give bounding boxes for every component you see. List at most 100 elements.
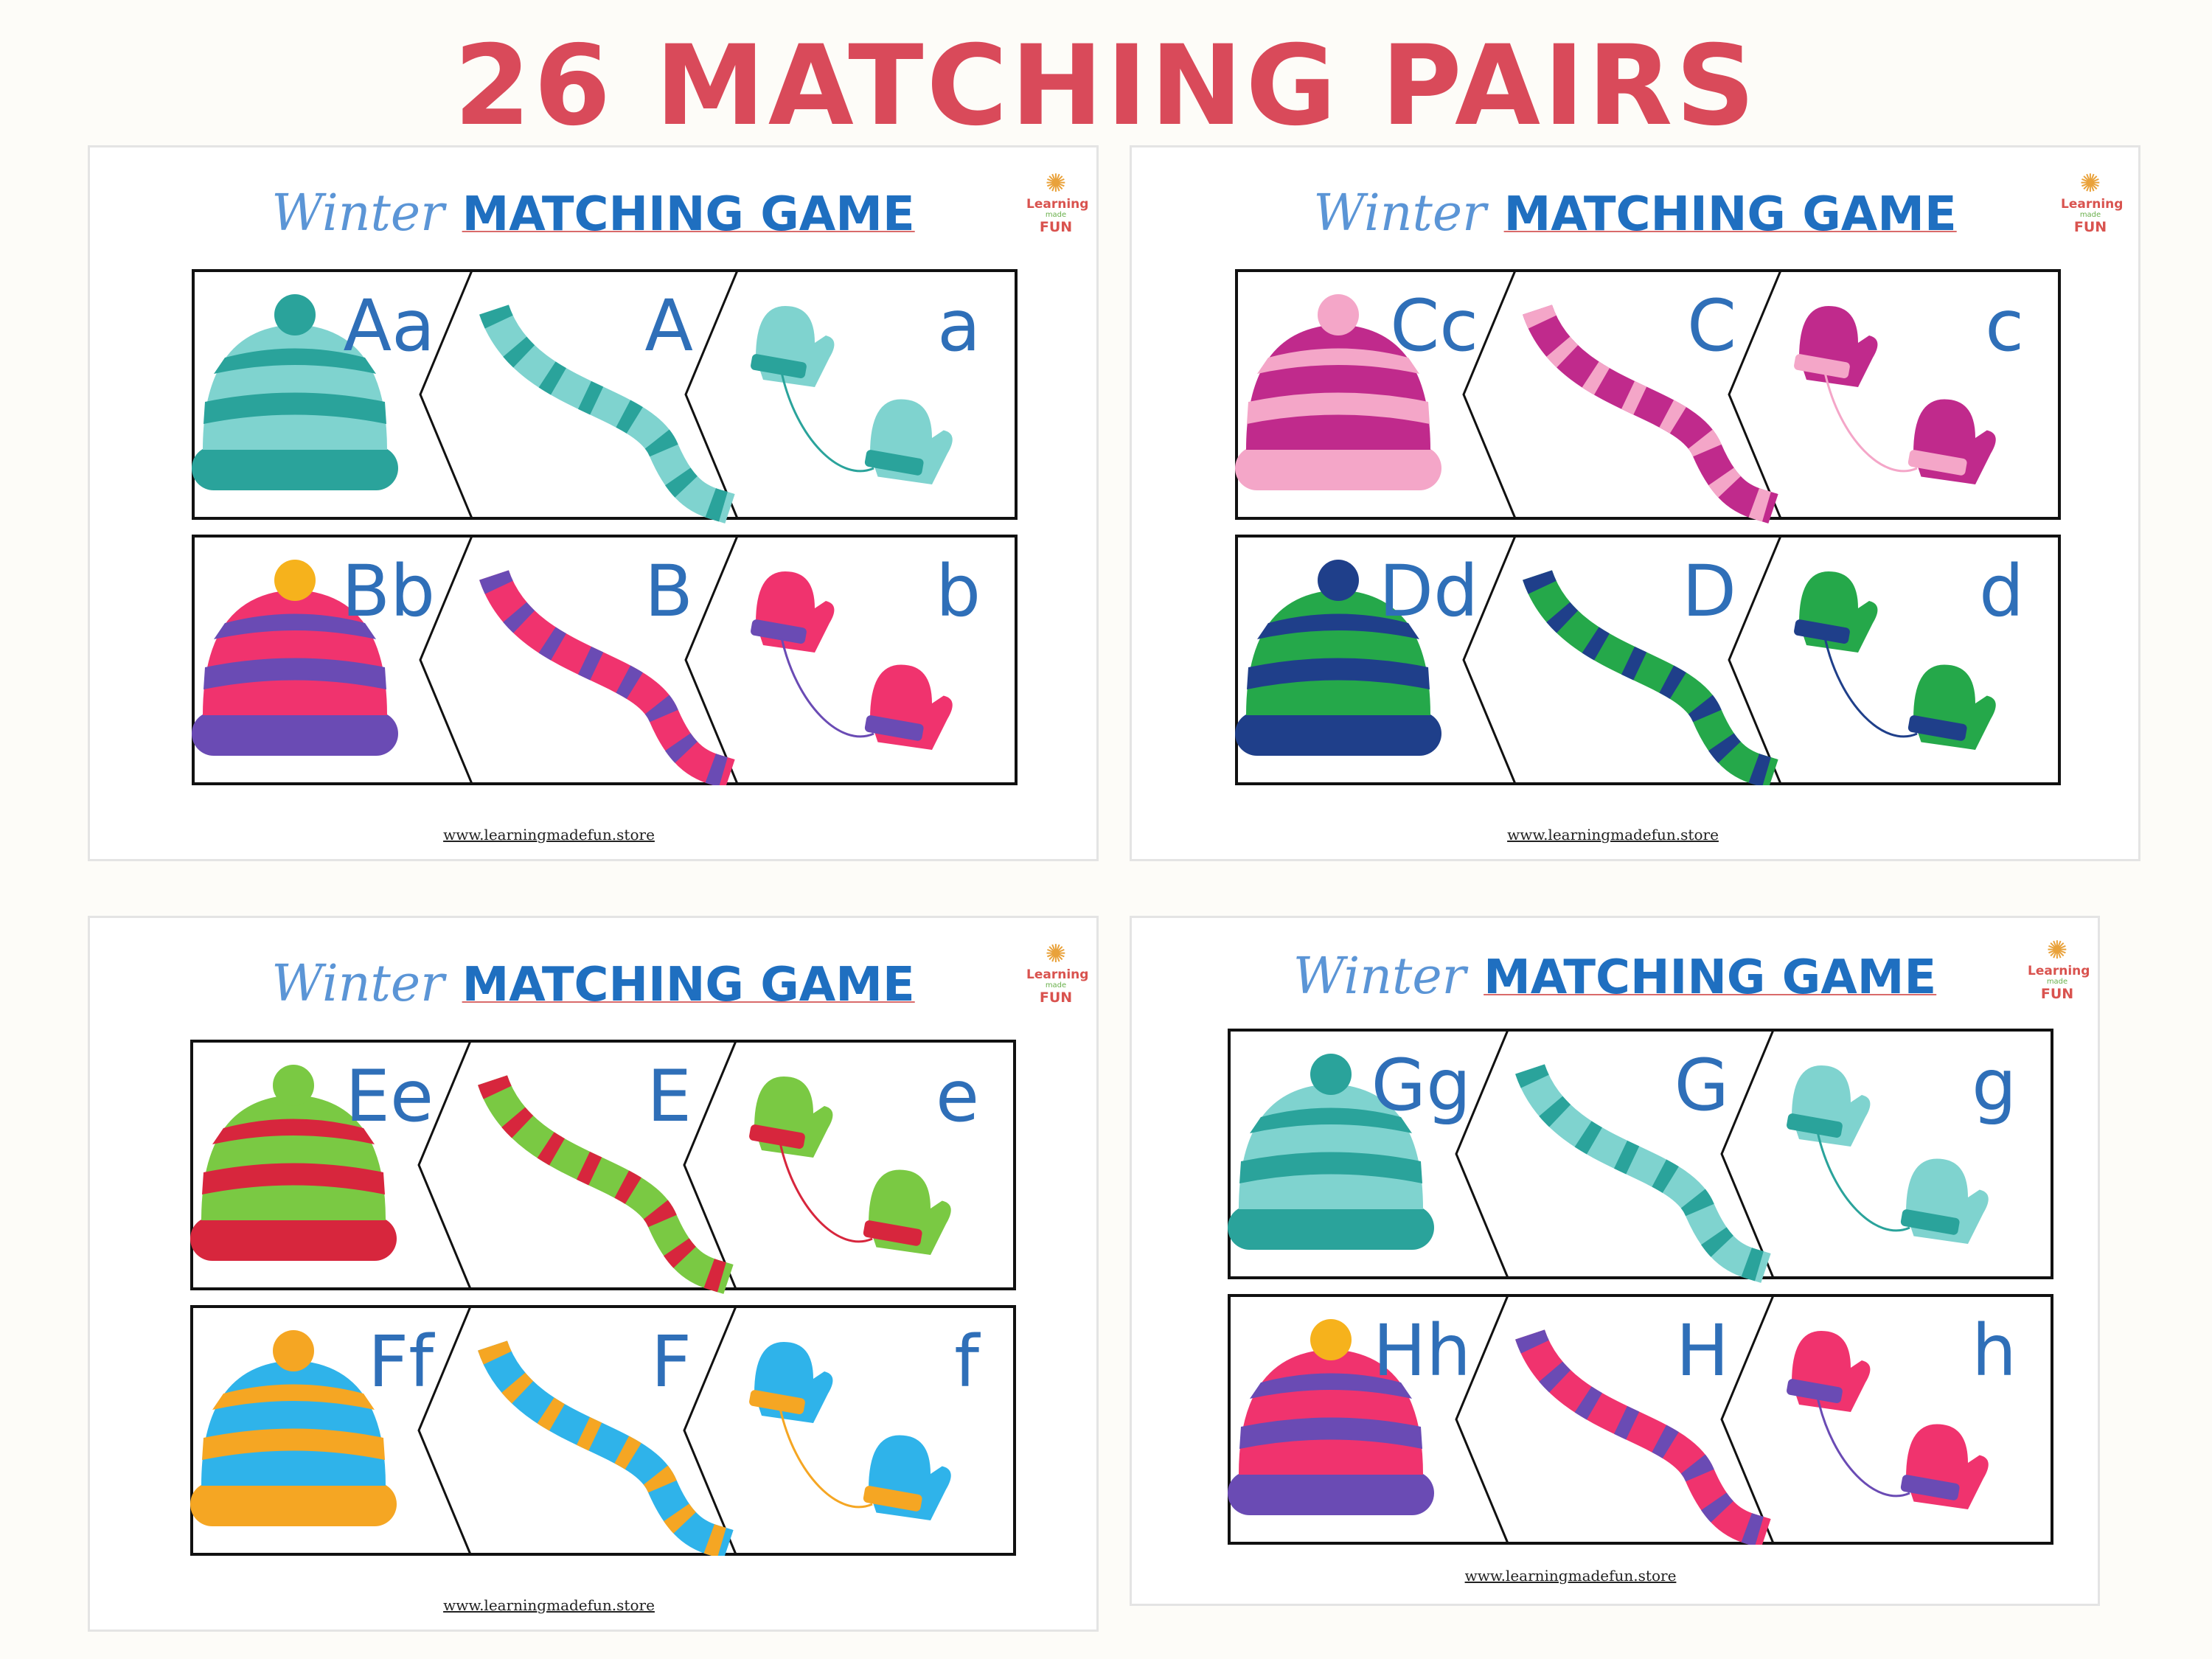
mitten-cuff (1900, 1209, 1960, 1235)
letter-upper: F (651, 1321, 692, 1403)
learning-made-fun-logo: ✺ Learning made FUN (1026, 940, 1089, 1021)
letter-upper: A (644, 285, 693, 367)
puzzle-cut-line (1455, 1029, 1509, 1279)
logo-line1: Learning (2028, 964, 2090, 978)
website-footer: www.learningmadefun.store (1464, 1567, 1677, 1585)
hat-stripe (1247, 658, 1430, 689)
puzzle-cut-line (1462, 535, 1517, 785)
mitten-cuff (751, 354, 807, 378)
letter-pair: Gg (1371, 1044, 1471, 1127)
hat-pompom (274, 560, 316, 601)
hat-pompom (1318, 560, 1359, 601)
hat-stripe (212, 1119, 375, 1144)
logo-line1: Learning (1026, 197, 1089, 212)
logo-line3: FUN (2073, 219, 2107, 235)
letter-upper: G (1674, 1044, 1729, 1127)
logo-line3: FUN (1039, 990, 1073, 1006)
title-script: Winter (271, 955, 445, 1013)
title-caps: MATCHING GAME (462, 187, 915, 242)
hat-brim (190, 1482, 397, 1526)
mitten-string (779, 1408, 873, 1509)
puzzle-cut-line (417, 1306, 472, 1555)
letter-lower: e (936, 1055, 979, 1138)
puzzle-cut-line (419, 535, 473, 785)
hat-pompom (1310, 1319, 1352, 1360)
puzzle-cut-line (1462, 270, 1517, 519)
puzzle-cut-line (1720, 1295, 1775, 1544)
puzzle-cut-line (684, 270, 739, 519)
letter-pair: Ee (345, 1055, 434, 1138)
scarf-body (478, 1340, 734, 1556)
letter-pair: Dd (1379, 550, 1478, 633)
mitten-cuff (864, 715, 924, 741)
hat-stripe (202, 1163, 385, 1194)
hat-brim (1235, 712, 1441, 756)
mitten-string (1816, 1397, 1910, 1498)
logo-line2: made (2079, 211, 2101, 219)
learning-made-fun-logo: ✺ Learning made FUN (2061, 169, 2124, 251)
hat-brim (1235, 446, 1441, 490)
headline: 26 MATCHING PAIRS (453, 22, 1759, 150)
letter-upper: C (1687, 285, 1736, 367)
letter-upper: E (647, 1055, 692, 1138)
hat-brim (190, 1217, 397, 1261)
learning-made-fun-logo: ✺ Learning made FUN (1026, 170, 1089, 251)
letter-lower: g (1972, 1044, 2017, 1127)
hat-stripe (1250, 1373, 1412, 1399)
letter-pair: Ff (368, 1321, 435, 1403)
hat-brim (1228, 1471, 1434, 1515)
mitten-cuff (864, 450, 924, 476)
mitten-string (1823, 372, 1918, 473)
letter-lower: f (954, 1321, 981, 1403)
letter-lower: c (1985, 285, 2024, 367)
sheet-title: Winter MATCHING GAME (90, 184, 1096, 243)
hat-brim (192, 712, 398, 756)
title-script: Winter (271, 184, 445, 243)
letter-pair: Hh (1373, 1310, 1471, 1392)
letter-upper: B (644, 550, 693, 633)
scarf-body (1515, 1063, 1771, 1284)
scarf-body (1523, 304, 1778, 524)
hat-pompom (273, 1330, 314, 1371)
hat-stripe (212, 1384, 375, 1410)
hat-stripe (204, 392, 386, 424)
logo-line1: Learning (2061, 197, 2124, 212)
letter-lower: h (1972, 1310, 2017, 1392)
scarf-body (1523, 569, 1778, 785)
mitten-string (780, 372, 874, 473)
website-footer: www.learningmadefun.store (1507, 826, 1719, 844)
letter-upper: H (1676, 1310, 1729, 1392)
mitten-cuff (749, 1390, 805, 1414)
scarf-body (479, 304, 735, 524)
mitten-cuff (1794, 619, 1850, 644)
hat-stripe (202, 1428, 385, 1460)
logo-line2: made (2046, 978, 2068, 986)
mitten-cuff (1907, 450, 1967, 476)
sparkle-icon: ✺ (2079, 169, 2101, 198)
hat-stripe (204, 658, 386, 689)
mitten-cuff (749, 1124, 805, 1149)
hat-pompom (273, 1065, 314, 1106)
puzzle-cut-line (1728, 270, 1782, 519)
hat-brim (192, 446, 398, 490)
hat-stripe (1247, 392, 1430, 424)
mitten-cuff (1907, 715, 1967, 741)
hat-stripe (1257, 348, 1419, 374)
logo-line1: Learning (1026, 967, 1089, 982)
hat-pompom (1310, 1054, 1352, 1095)
hat-stripe (214, 613, 376, 639)
